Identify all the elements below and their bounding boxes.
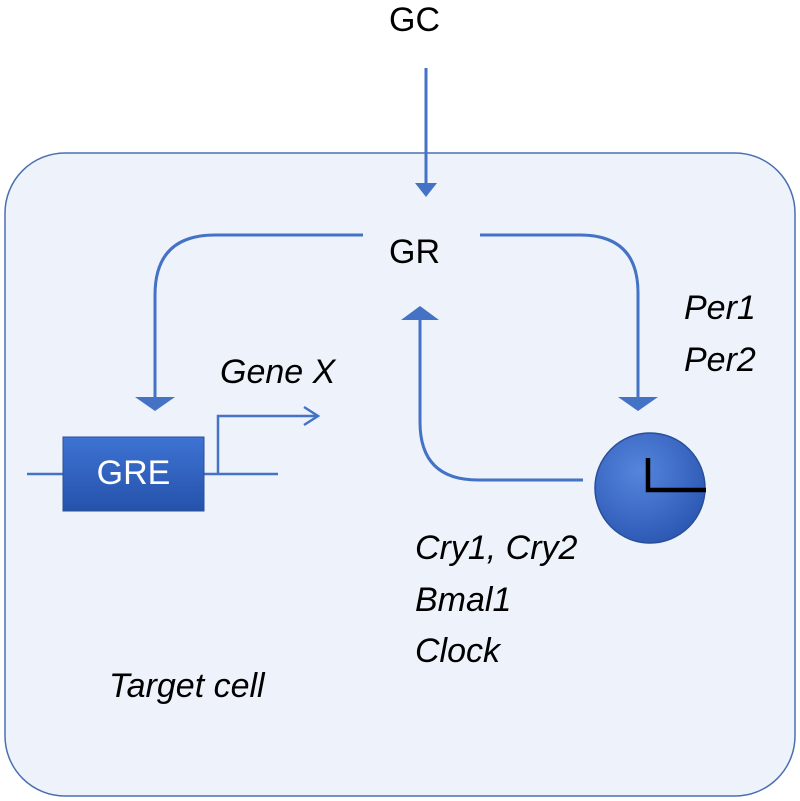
per1-label: Per1 [684, 289, 756, 327]
target-cell-label: Target cell [109, 667, 265, 705]
bmal1-label: Bmal1 [415, 581, 512, 619]
clock-to-gr-arrow [401, 306, 583, 482]
cry-label: Cry1, Cry2 [415, 529, 578, 567]
gre-label: GRE [96, 454, 171, 492]
transcription-start-arrow [216, 405, 321, 474]
gc-label: GC [389, 1, 440, 39]
per2-label: Per2 [684, 341, 756, 379]
clock-icon [594, 432, 706, 544]
gene-x-label: Gene X [220, 353, 336, 391]
gc-to-gr-arrow [415, 68, 437, 197]
gr-to-gre-arrow [135, 233, 363, 411]
gre-box [62, 436, 205, 512]
gr-to-clock-arrow [480, 233, 658, 411]
gr-label: GR [389, 233, 440, 271]
target-cell [4, 152, 796, 797]
clock-label: Clock [415, 632, 501, 670]
